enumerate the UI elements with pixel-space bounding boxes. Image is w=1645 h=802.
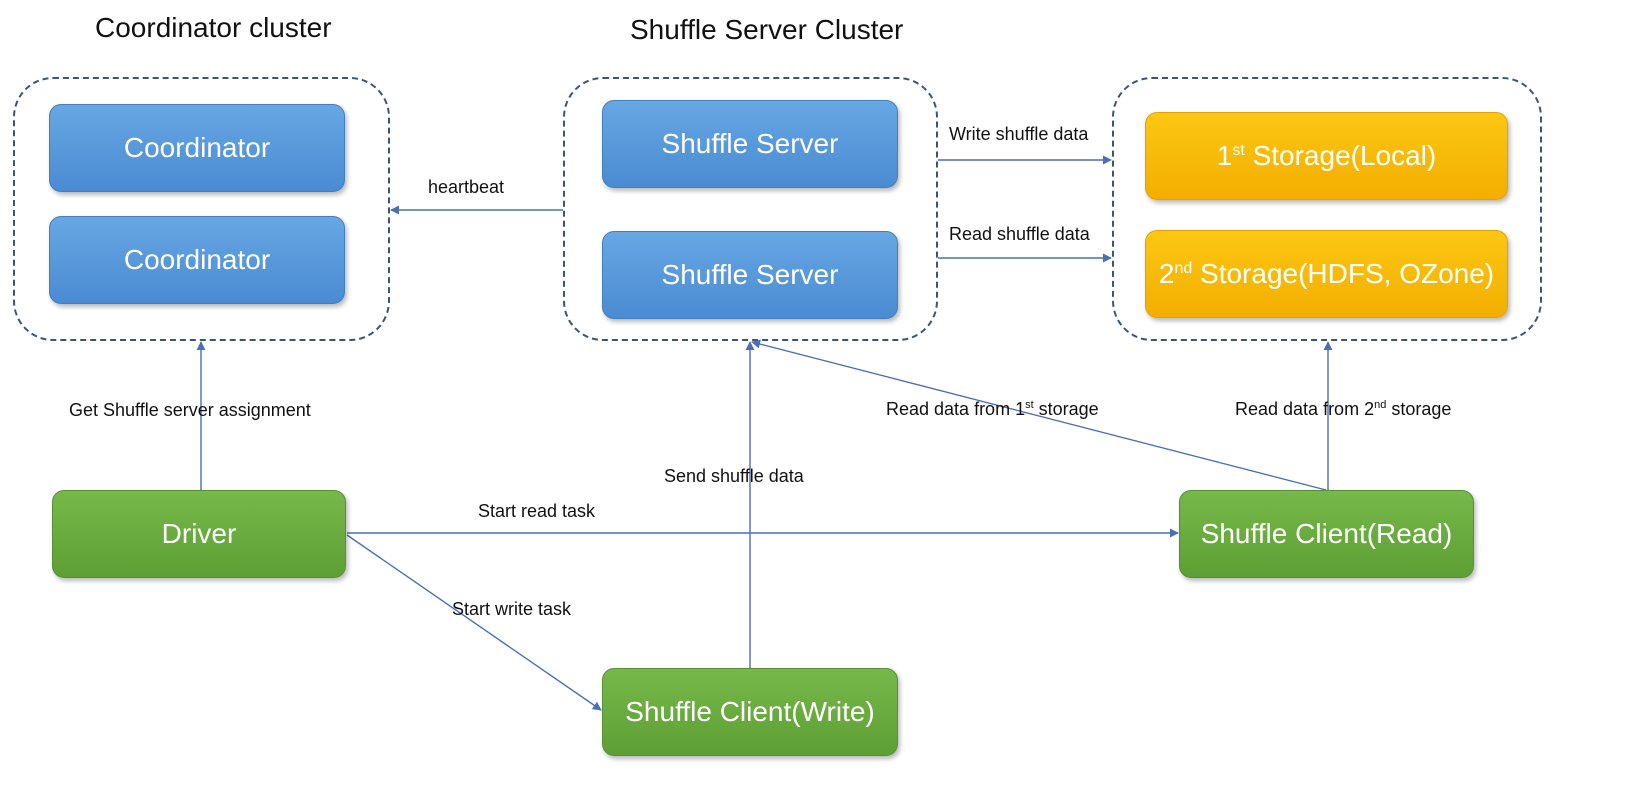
second-storage-ordinal: 2 xyxy=(1158,258,1175,289)
coordinator-cluster-group xyxy=(13,77,390,341)
second-storage-suffix: nd xyxy=(1174,260,1193,277)
read-from-2nd-sup: nd xyxy=(1374,399,1387,411)
read-from-1st-label: Read data from 1st storage xyxy=(886,399,1099,420)
second-storage-label: 2nd Storage(HDFS, OZone) xyxy=(1159,258,1494,290)
coordinator-node-1-label: Coordinator xyxy=(123,132,271,163)
start-read-task-label: Start read task xyxy=(478,501,596,521)
shuffle-server-cluster-group xyxy=(563,77,938,341)
shuffle-server-node-1: Shuffle Server xyxy=(602,100,898,188)
shuffle-client-write-node: Shuffle Client(Write) xyxy=(602,668,898,756)
heartbeat-label: heartbeat xyxy=(428,177,505,197)
coordinator-cluster-title: Coordinator cluster xyxy=(95,12,332,43)
start-write-task-label: Start write task xyxy=(452,599,572,619)
read-shuffle-data-label: Read shuffle data xyxy=(949,224,1090,244)
first-storage-text: Storage(Local) xyxy=(1244,140,1437,171)
start-write-task-arrow xyxy=(346,534,602,711)
shuffle-server-cluster-title: Shuffle Server Cluster xyxy=(630,14,904,45)
shuffle-server-node-2: Shuffle Server xyxy=(602,231,898,319)
coordinator-node-1: Coordinator xyxy=(49,104,345,192)
first-storage-label: 1st Storage(Local) xyxy=(1217,140,1436,172)
read-from-1st-sup: st xyxy=(1025,399,1034,411)
coordinator-node-2-label: Coordinator xyxy=(123,244,271,275)
second-storage-text: Storage(HDFS, OZone) xyxy=(1192,258,1495,289)
driver-label: Driver xyxy=(161,518,237,549)
coordinator-node-2: Coordinator xyxy=(49,216,345,304)
write-shuffle-data-label: Write shuffle data xyxy=(949,124,1089,144)
shuffle-client-read-node: Shuffle Client(Read) xyxy=(1179,490,1474,578)
shuffle-server-node-2-label: Shuffle Server xyxy=(661,259,839,290)
read-from-1st-prefix: Read data from 1 xyxy=(886,399,1026,419)
read-from-1st-suffix: storage xyxy=(1033,399,1099,419)
send-shuffle-data-label: Send shuffle data xyxy=(664,466,804,486)
second-storage-node: 2nd Storage(HDFS, OZone) xyxy=(1145,230,1508,318)
shuffle-client-write-label: Shuffle Client(Write) xyxy=(625,696,875,727)
storage-group xyxy=(1112,77,1542,341)
first-storage-node: 1st Storage(Local) xyxy=(1145,112,1508,200)
shuffle-client-read-label: Shuffle Client(Read) xyxy=(1200,518,1453,549)
read-from-1st-arrow xyxy=(751,339,1327,491)
shuffle-server-node-1-label: Shuffle Server xyxy=(661,128,839,159)
read-from-2nd-prefix: Read data from 2 xyxy=(1235,399,1375,419)
first-storage-suffix: st xyxy=(1232,142,1245,159)
driver-node: Driver xyxy=(52,490,346,578)
first-storage-ordinal: 1 xyxy=(1216,140,1233,171)
get-assignment-label: Get Shuffle server assignment xyxy=(69,400,311,420)
read-from-2nd-suffix: storage xyxy=(1386,399,1452,419)
read-from-2nd-label: Read data from 2nd storage xyxy=(1235,399,1451,420)
